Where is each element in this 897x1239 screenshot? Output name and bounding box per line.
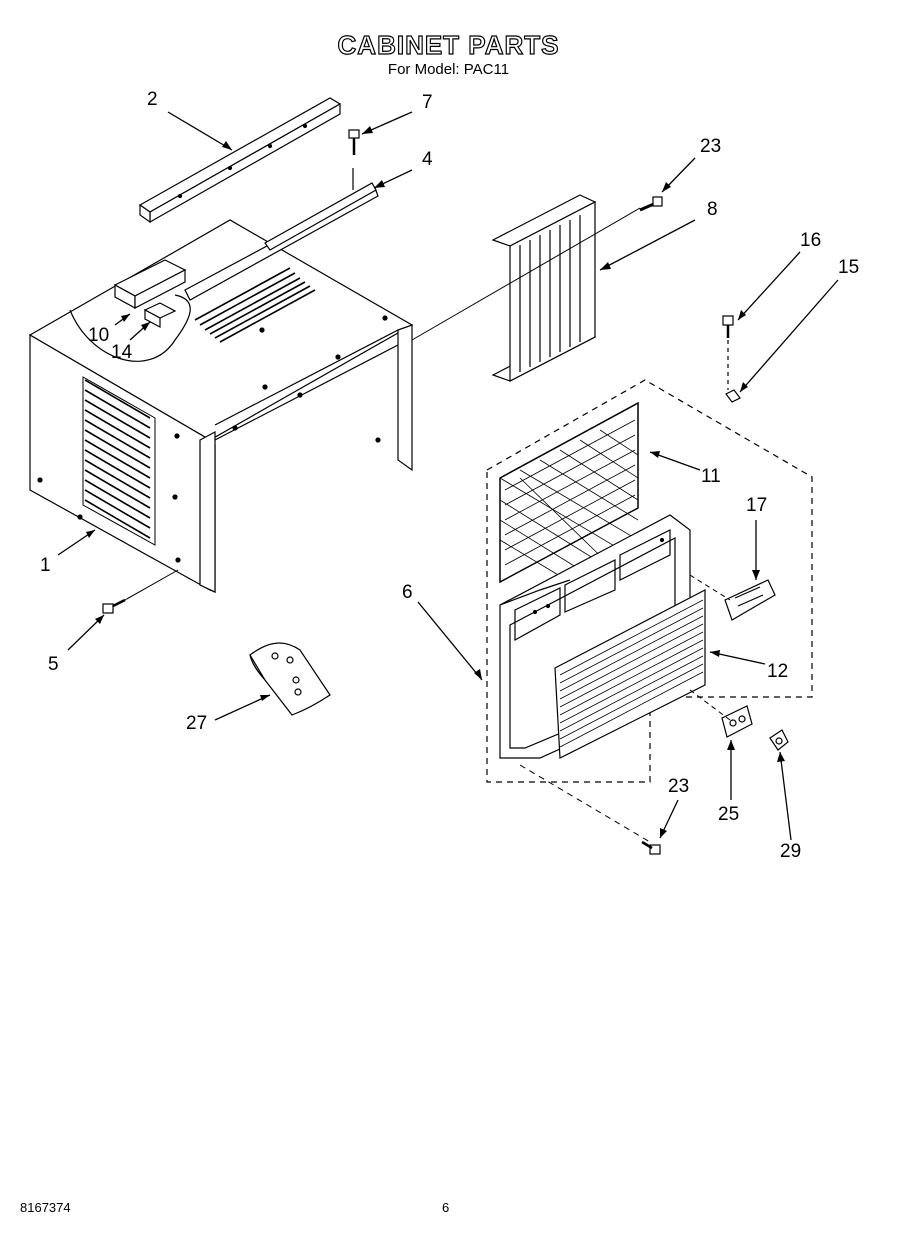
louver-grille-part [554,589,706,759]
plate-part-25 [721,705,753,738]
callout-1: 1 [40,555,51,576]
screw-part-16 [722,315,734,390]
screw-part-23-top [639,196,663,212]
document-number: 8167374 [20,1200,71,1215]
callout-15: 15 [838,257,859,278]
top-rail-part [138,97,342,224]
strip-part [264,168,377,251]
callout-27: 27 [186,713,207,734]
callout-8: 8 [707,199,718,220]
screw-part-7 [348,129,360,155]
foam-block-part-10 [113,259,187,310]
callout-2: 2 [147,89,158,110]
air-filter-frame-part [491,194,597,382]
control-knob-part [724,579,776,621]
cabinet-part [28,187,414,593]
callout-29: 29 [780,841,801,862]
callout-7: 7 [422,92,433,113]
page-number: 6 [442,1200,450,1215]
clip-part-15 [725,389,741,403]
callout-23-bottom: 23 [668,776,689,797]
callout-5: 5 [48,654,59,675]
callout-12: 12 [767,661,788,682]
page-title: CABINET PARTS [337,29,560,60]
callout-23-top: 23 [700,136,721,157]
callout-6: 6 [402,582,413,603]
leader-arrowheads [86,126,785,838]
assembly-lines [124,207,731,843]
mounting-bracket-part [249,642,331,716]
callout-16: 16 [800,230,821,251]
callout-10: 10 [88,325,109,346]
callout-11: 11 [701,466,721,487]
callout-4: 4 [422,149,433,170]
model-subtitle: For Model: PAC11 [387,61,510,78]
callout-labels: 1 2 4 5 6 7 8 10 11 12 14 15 16 17 23 23… [40,89,859,862]
callout-25: 25 [718,804,739,825]
callout-14: 14 [111,342,133,363]
callout-17: 17 [746,495,767,516]
front-panel-assembly [486,379,813,783]
screw-part-23-bottom [641,840,661,855]
knob-part-29 [769,729,789,751]
foam-block-part-14 [143,302,177,328]
screw-part-5 [102,598,126,614]
